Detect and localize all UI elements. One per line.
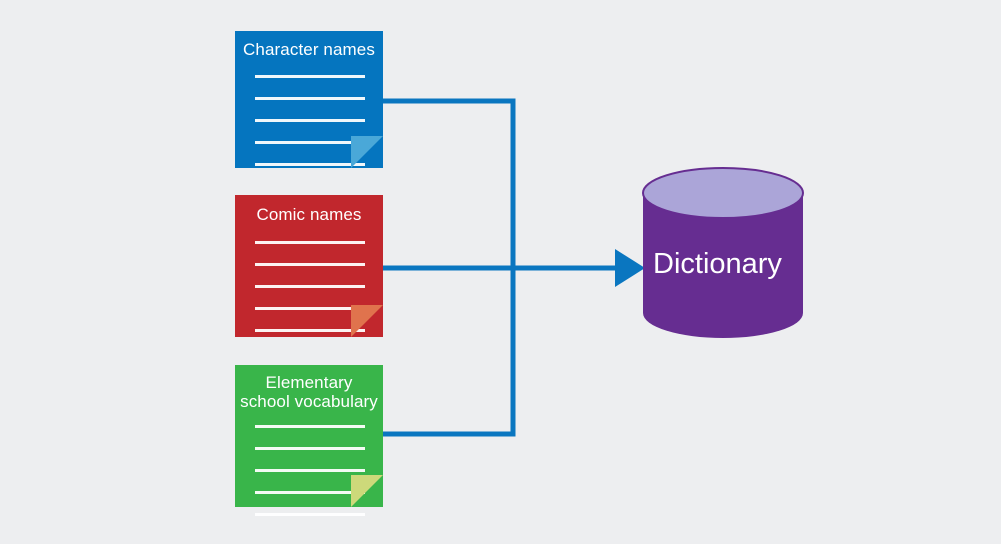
rule-line xyxy=(255,425,365,428)
rule-line xyxy=(255,263,365,266)
source-card-title: Elementary school vocabulary xyxy=(240,373,378,411)
source-card-title: Character names xyxy=(243,40,375,59)
cylinder-body xyxy=(643,193,803,338)
dictionary-label: Dictionary xyxy=(653,248,782,280)
rule-line xyxy=(255,119,365,122)
connector-group xyxy=(383,98,625,437)
dictionary-cylinder xyxy=(642,167,804,338)
rule-line xyxy=(255,329,365,332)
page-fold-icon xyxy=(351,475,383,507)
rule-line xyxy=(255,307,365,310)
rule-line xyxy=(255,241,365,244)
source-card-elementary-school-vocabulary[interactable]: Elementary school vocabulary xyxy=(235,365,383,516)
page-fold-icon xyxy=(351,136,383,168)
source-card-rules xyxy=(255,75,365,166)
rule-line xyxy=(255,97,365,100)
rule-line xyxy=(255,141,365,144)
rule-line xyxy=(255,469,365,472)
source-card-character-names[interactable]: Character names xyxy=(235,31,383,168)
rule-line xyxy=(255,447,365,450)
rule-line xyxy=(255,491,365,494)
page-fold-icon xyxy=(351,305,383,337)
source-card-title: Comic names xyxy=(256,205,362,224)
rule-line xyxy=(255,285,365,288)
arrow-head-icon xyxy=(615,249,645,287)
source-card-comic-names[interactable]: Comic names xyxy=(235,195,383,337)
source-card-rules xyxy=(255,241,365,332)
rule-line xyxy=(255,163,365,166)
rule-line xyxy=(255,75,365,78)
rule-line xyxy=(255,513,365,516)
source-card-rules xyxy=(255,425,365,516)
cylinder-top-ellipse xyxy=(642,167,804,219)
